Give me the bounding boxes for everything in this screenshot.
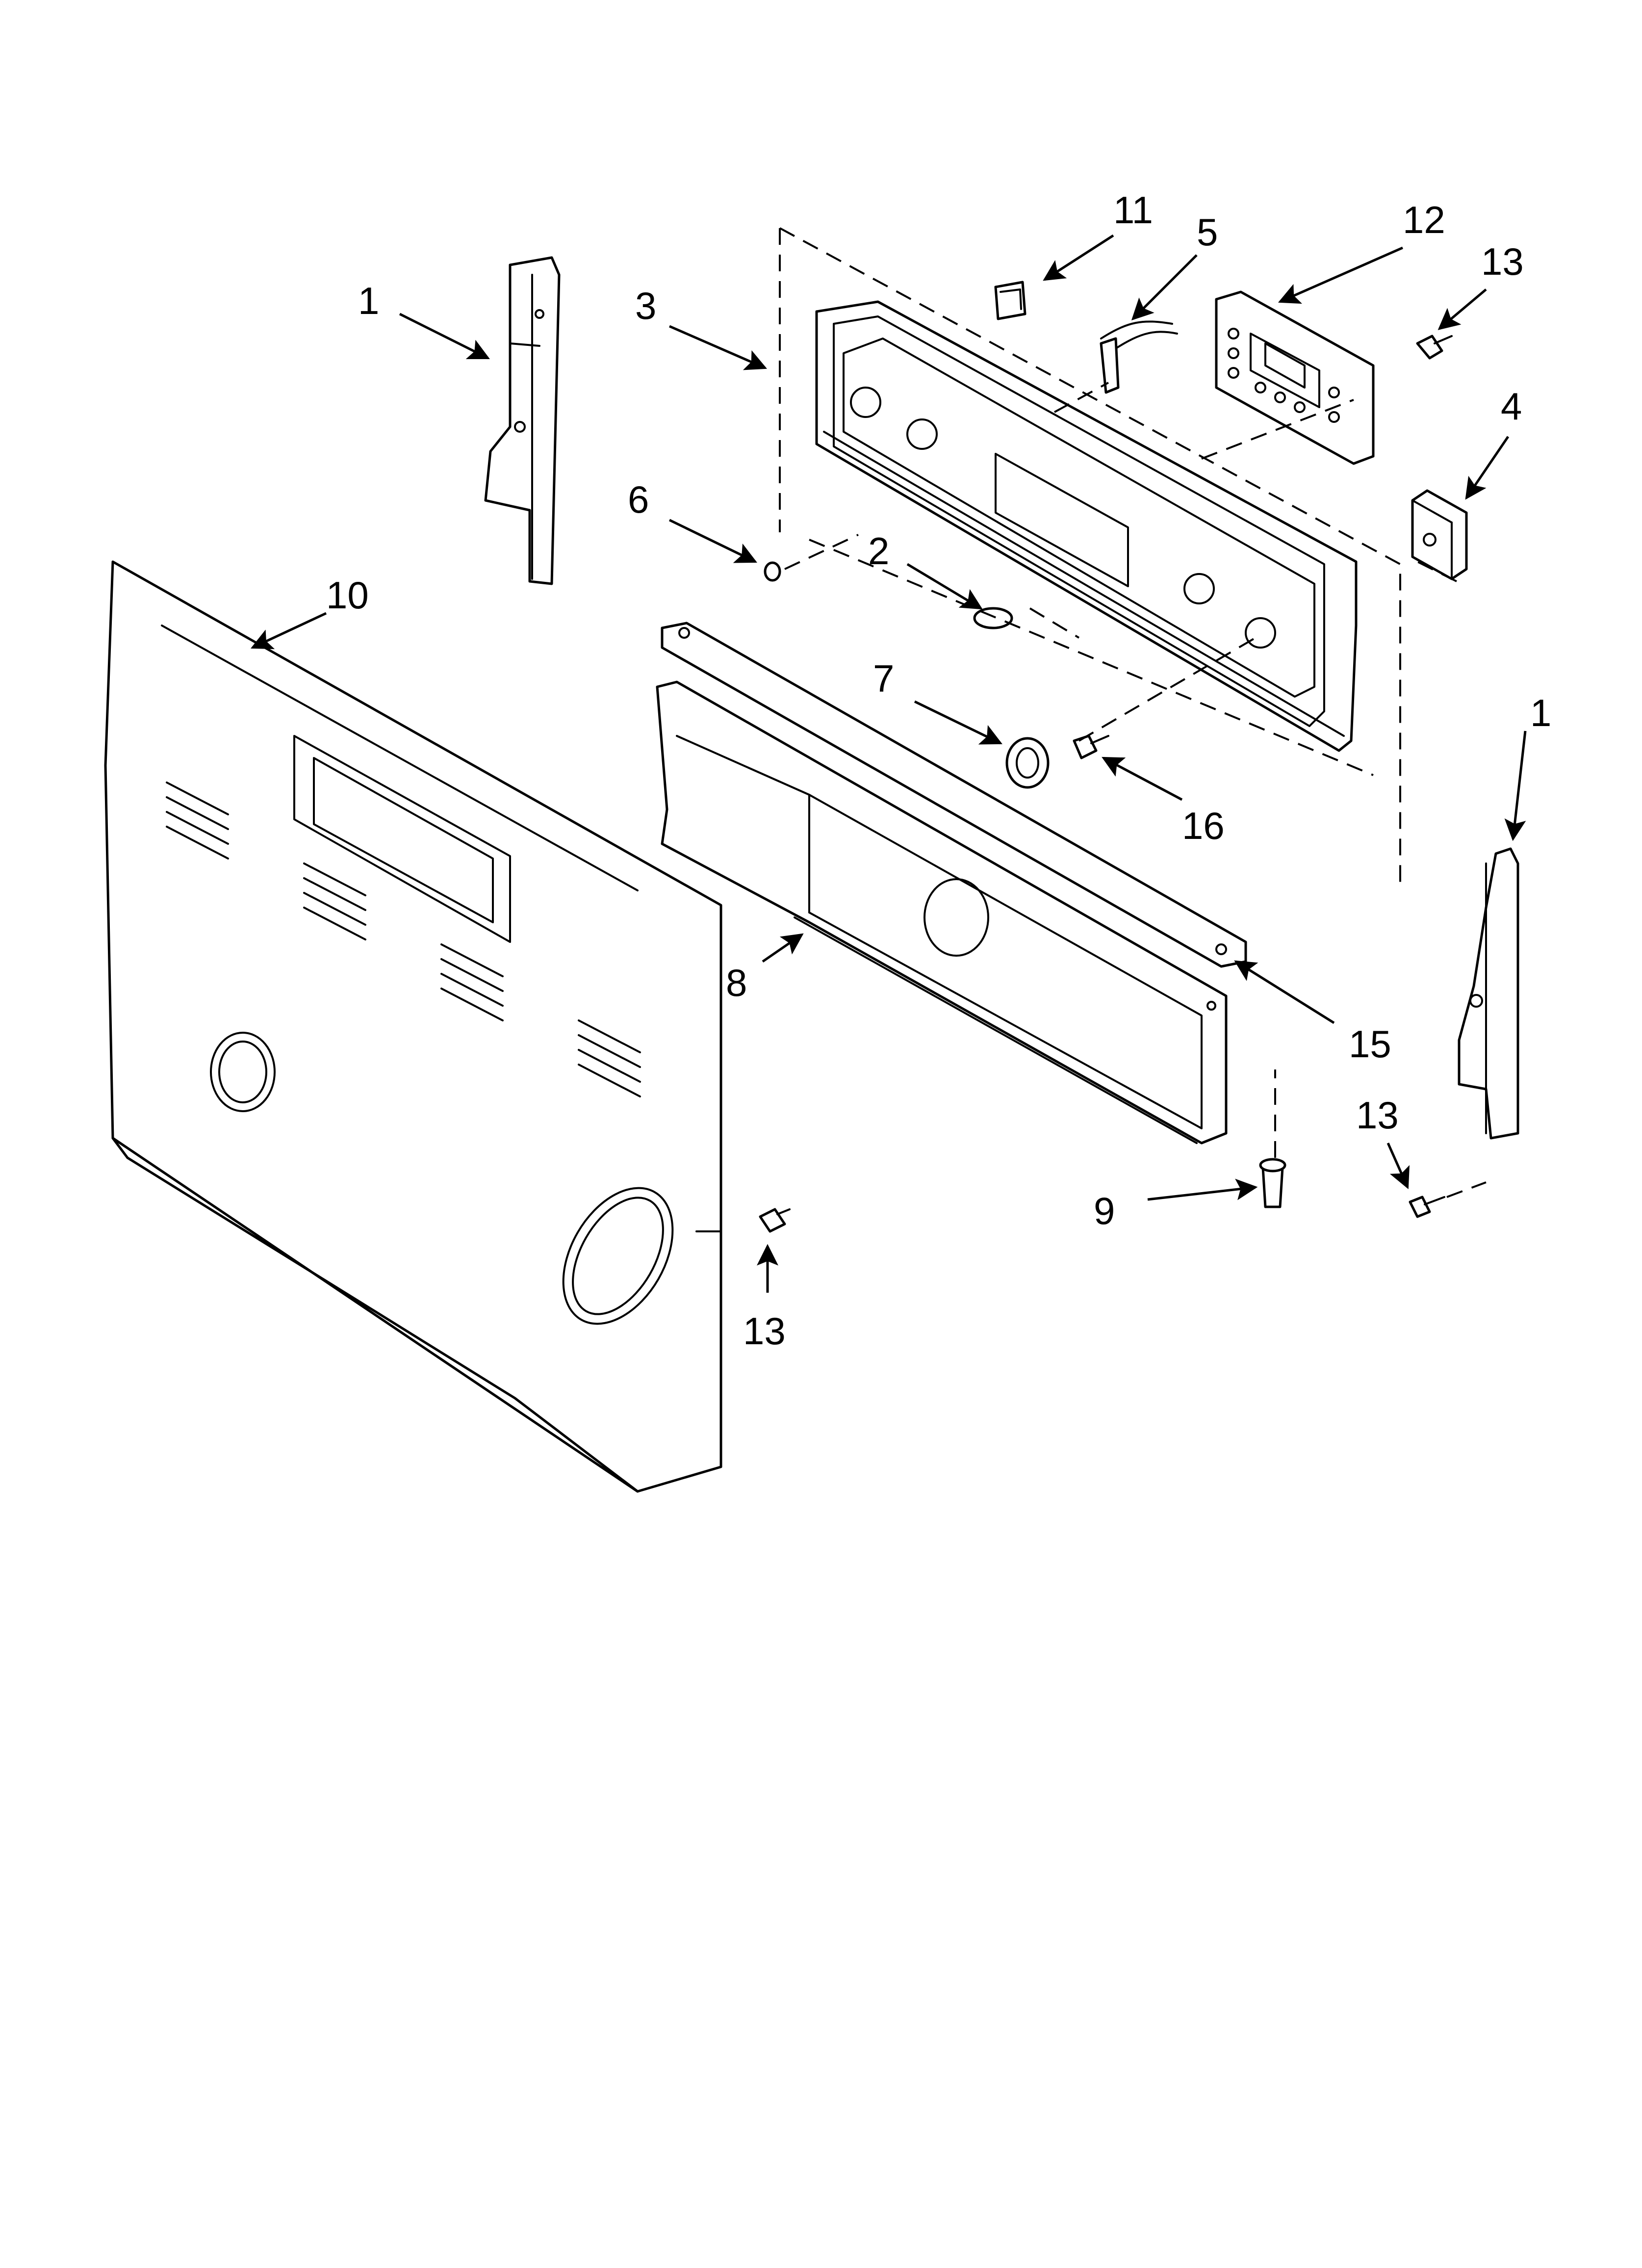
callout-3: 3 bbox=[635, 284, 656, 327]
screw-9 bbox=[1259, 1158, 1286, 1208]
callout-16: 16 bbox=[1182, 804, 1225, 847]
badge-part bbox=[973, 607, 1013, 629]
wire-harness bbox=[1100, 320, 1178, 394]
callout-leaders bbox=[251, 234, 1527, 1293]
callout-15: 15 bbox=[1349, 1022, 1391, 1066]
callout-8: 8 bbox=[726, 961, 747, 1004]
callout-2: 2 bbox=[868, 529, 889, 573]
knob bbox=[1005, 737, 1050, 789]
vent-slots-3 bbox=[440, 943, 504, 1021]
switch-block bbox=[1411, 489, 1468, 580]
rear-panel bbox=[104, 560, 722, 1493]
screw-16 bbox=[1073, 734, 1109, 759]
callout-13-middle: 13 bbox=[743, 1309, 786, 1353]
electronic-control-board bbox=[1215, 290, 1375, 465]
callout-7: 7 bbox=[873, 657, 894, 700]
callout-13-right: 13 bbox=[1356, 1094, 1399, 1137]
callout-11: 11 bbox=[1113, 188, 1153, 232]
clip-part bbox=[994, 281, 1026, 320]
screw-13-top bbox=[1416, 335, 1453, 360]
screw-6 bbox=[764, 561, 781, 582]
assembly-lines bbox=[784, 382, 1487, 1198]
callout-6: 6 bbox=[628, 478, 649, 521]
side-bracket-right bbox=[1458, 847, 1519, 1140]
screw-13-middle bbox=[759, 1208, 791, 1233]
callout-9: 9 bbox=[1094, 1189, 1115, 1232]
callout-5: 5 bbox=[1197, 210, 1218, 254]
vent-slots-4 bbox=[578, 1019, 641, 1097]
control-panel-console bbox=[815, 300, 1358, 752]
screw-13-right bbox=[1409, 1196, 1445, 1218]
callout-4: 4 bbox=[1501, 385, 1522, 428]
callout-12: 12 bbox=[1403, 198, 1445, 241]
callout-13-top: 13 bbox=[1481, 240, 1524, 283]
callout-1-right: 1 bbox=[1530, 691, 1551, 734]
assembly-guide-box bbox=[779, 227, 1401, 888]
callout-10: 10 bbox=[326, 574, 369, 617]
vent-slots-1 bbox=[166, 782, 229, 860]
vent-slots-2 bbox=[303, 862, 366, 940]
lower-panel bbox=[656, 680, 1228, 1145]
callout-labels: 1 1 2 3 4 5 6 7 8 9 10 11 12 13 13 13 15… bbox=[326, 188, 1551, 1353]
callout-1-left: 1 bbox=[358, 279, 379, 322]
side-bracket-left bbox=[484, 256, 561, 585]
